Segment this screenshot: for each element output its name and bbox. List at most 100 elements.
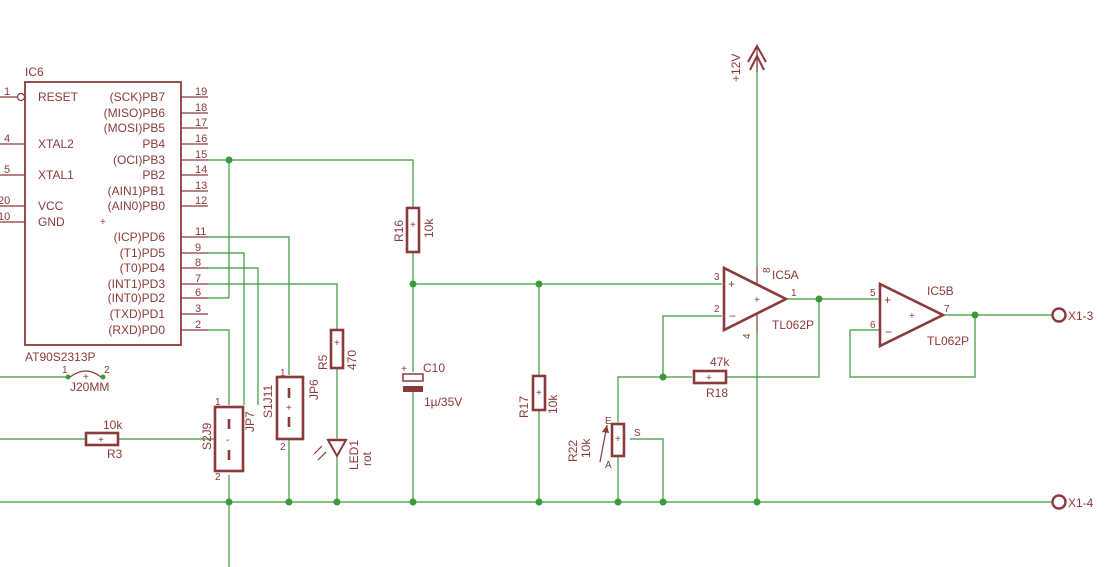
- s1-name: S1J11: [261, 385, 275, 418]
- r17-resistor: + R17 10k: [517, 374, 560, 418]
- ic6-name: IC6: [25, 65, 44, 79]
- r16-resistor: + R16 10k: [392, 206, 436, 254]
- ic6-right-pin-label: PB2: [142, 168, 165, 182]
- ic6-right-pin-label: (ICP)PD6: [114, 230, 166, 244]
- c10-value: 1µ/35V: [424, 395, 462, 409]
- ic5a-opamp: + − + 3 2 1 8 4 IC5A TL062P: [714, 265, 814, 339]
- r3-resistor: + 10k R3: [84, 418, 123, 461]
- r17-value: 10k: [546, 394, 560, 414]
- ic6-left-pin-num: 10: [0, 211, 10, 223]
- ic5a-pin8: 8: [762, 267, 773, 273]
- s2-pin1: 1: [215, 397, 221, 408]
- ic5b-name: IC5B: [927, 284, 954, 298]
- ic6-right-pin-num: 2: [195, 319, 201, 331]
- r16-name: R16: [392, 220, 406, 242]
- x13-label: X1-3: [1068, 309, 1094, 323]
- ic6-left-pin-num: 1: [4, 86, 10, 98]
- ic6-left-pin-num: 4: [4, 133, 10, 145]
- ic6-right-pin-num: 11: [195, 226, 206, 238]
- ic5a-pin1: 1: [791, 288, 797, 299]
- wires: [0, 56, 1052, 567]
- ic6-right-pin-label: (SCK)PB7: [110, 90, 166, 104]
- ic6-right-pin-label: (T1)PD5: [120, 246, 166, 260]
- led1-value: rot: [360, 451, 374, 466]
- led1: LED1 rot: [313, 438, 374, 470]
- j20-jumper: + 1 2 J20MM: [62, 365, 110, 394]
- r5-resistor: + R5 470: [316, 328, 359, 370]
- connector-x1-4: X1-4: [1051, 494, 1094, 510]
- s1-ref: JP6: [307, 379, 321, 400]
- r22-pin-s: S: [634, 428, 641, 439]
- ic6-right-pin-label: (AIN1)PB1: [108, 184, 166, 198]
- svg-text:+: +: [286, 403, 292, 414]
- junctions: [225, 156, 979, 506]
- ic6-right-pin-label: (INT0)PD2: [108, 291, 166, 305]
- ic5a-pin3: 3: [714, 272, 720, 283]
- r17-name: R17: [517, 396, 531, 418]
- ic6-part: AT90S2313P: [25, 350, 96, 364]
- ic6-right-pin-num: 7: [195, 273, 201, 285]
- r22-pin-e: E: [605, 416, 612, 427]
- r22-potentiometer: + A E S R22 10k: [566, 416, 641, 471]
- ic6-right-pin-num: 17: [195, 117, 207, 129]
- ic6-right-pin-num: 6: [195, 287, 201, 299]
- svg-text:+: +: [536, 388, 542, 399]
- ic5a-pin2: 2: [714, 304, 720, 315]
- svg-text:+: +: [909, 311, 915, 322]
- ic6-right-pin-label: (OCI)PB3: [113, 153, 165, 167]
- r22-pin-a: A: [605, 460, 612, 471]
- r22-value: 10k: [579, 438, 593, 458]
- svg-text:+: +: [100, 217, 106, 228]
- svg-text:+: +: [98, 435, 104, 446]
- s2-ref: JP7: [243, 411, 257, 432]
- r5-value: 470: [345, 350, 359, 370]
- x14-label: X1-4: [1068, 496, 1094, 510]
- svg-text:+: +: [401, 364, 407, 375]
- svg-text:+: +: [754, 295, 760, 306]
- ic6-right-pin-num: 19: [195, 86, 207, 98]
- r18-value: 47k: [710, 355, 730, 369]
- ic5b-pin6: 6: [870, 320, 876, 331]
- svg-text:+: +: [884, 293, 891, 307]
- r16-value: 10k: [422, 218, 436, 238]
- j20-pin2: 2: [104, 365, 110, 376]
- ic5b-opamp: + − + 5 6 7 IC5B TL062P: [870, 281, 969, 349]
- r18-resistor: + 47k R18: [692, 355, 730, 400]
- ic6-right-pin-label: (INT1)PD3: [108, 277, 166, 291]
- s1-pin1: 1: [280, 368, 286, 379]
- svg-text:+: +: [334, 338, 340, 349]
- s2-jumper: - 1 2 S2J9 JP7: [200, 397, 257, 483]
- supply-label: +12V: [729, 54, 743, 82]
- ic6-right-pin-label: (RXD)PD0: [108, 323, 165, 337]
- ic5b-part: TL062P: [927, 334, 969, 348]
- s2-name: S2J9: [200, 422, 214, 450]
- ic5b-pin7: 7: [944, 304, 950, 315]
- svg-text:+: +: [410, 220, 416, 231]
- svg-text:+: +: [615, 434, 621, 445]
- s1-jumper: + 1 2 S1J11 JP6: [261, 368, 321, 453]
- svg-text:+: +: [83, 372, 89, 383]
- s1-pin2: 2: [280, 442, 286, 453]
- ic6-right-pin-num: 13: [195, 180, 207, 192]
- ic6-right-pin-num: 8: [195, 257, 201, 269]
- ic6-right-pin-num: 3: [195, 303, 201, 315]
- led1-name: LED1: [347, 440, 361, 470]
- j20-name: J20MM: [70, 380, 109, 394]
- j20-pin1: 1: [62, 365, 68, 376]
- svg-text:-: -: [226, 435, 229, 446]
- svg-text:−: −: [885, 325, 892, 339]
- ic5a-pin4: 4: [742, 333, 753, 339]
- c10-name: C10: [423, 361, 445, 375]
- ic5b-pin5: 5: [870, 288, 876, 299]
- ic6-left-pin-num: 20: [0, 195, 10, 207]
- ic6-left-pin-label: XTAL2: [38, 137, 74, 151]
- r22-name: R22: [566, 440, 580, 462]
- svg-text:+: +: [706, 373, 712, 384]
- ic6-right-pin-num: 18: [195, 102, 207, 114]
- s2-pin2: 2: [215, 472, 221, 483]
- ic6-right-pin-label: (T0)PD4: [120, 261, 166, 275]
- c10-capacitor: + C10 1µ/35V: [401, 361, 462, 409]
- ic6-left-pin-num: 5: [4, 164, 10, 176]
